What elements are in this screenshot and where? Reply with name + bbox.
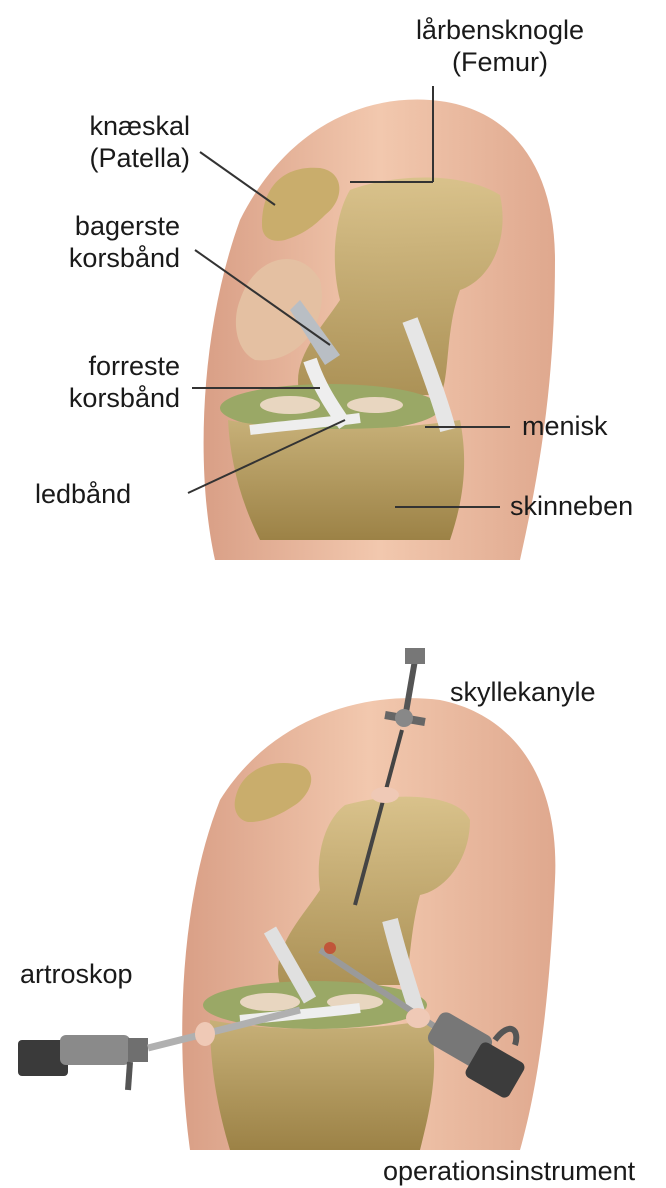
leader-patella [200,152,275,205]
label-ligament: ledbånd [35,478,131,510]
label-anterior-line2: korsbånd [30,382,180,414]
label-cannula: skyllekanyle [450,676,596,708]
label-femur-line1: lårbensknogle [395,14,605,46]
label-instrument: operationsinstrument [383,1155,635,1187]
meniscus-bottom [203,981,427,1029]
label-patella-line1: knæskal [40,110,190,142]
label-anterior-cruciate: forreste korsbånd [30,350,180,414]
label-femur-line2: (Femur) [395,46,605,78]
label-patella: knæskal (Patella) [40,110,190,174]
label-patella-line2: (Patella) [40,142,190,174]
label-tibia: skinneben [510,490,633,522]
label-meniscus: menisk [522,410,608,442]
label-anterior-line1: forreste [30,350,180,382]
tibia-bone [228,420,464,540]
label-femur: lårbensknogle (Femur) [395,14,605,78]
tibia-bone-bottom [210,1020,434,1150]
label-posterior-line1: bagerste [30,210,180,242]
label-posterior-cruciate: bagerste korsbånd [30,210,180,274]
label-arthroscope: artroskop [20,958,133,990]
knee-anatomy-top [204,100,555,560]
label-posterior-line2: korsbånd [30,242,180,274]
